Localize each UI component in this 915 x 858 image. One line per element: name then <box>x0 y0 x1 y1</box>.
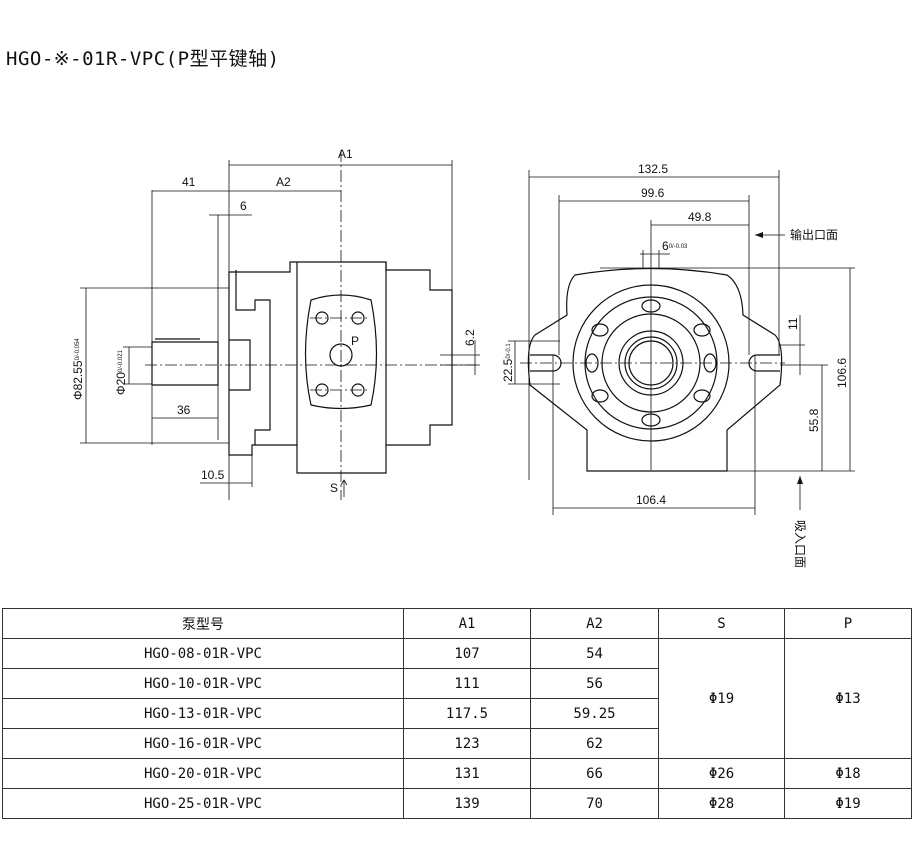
cell-model: HGO-25-01R-VPC <box>2 788 404 819</box>
dim-6-key: 60/-0.03 <box>662 239 688 253</box>
dim-99-6: 99.6 <box>641 186 665 200</box>
cell-model: HGO-08-01R-VPC <box>2 638 404 669</box>
cell-model: HGO-13-01R-VPC <box>2 698 404 729</box>
side-view: A1 A2 41 6 36 10.5 6.2 Φ82.550/-0.054 Φ2… <box>71 147 480 500</box>
port-s-label: S <box>330 481 338 495</box>
inlet-face-label: 吸入口面 <box>793 520 807 568</box>
cell-s: Φ26 <box>658 758 785 789</box>
dim-6: 6 <box>240 199 247 213</box>
header-pump-model: 泵型号 <box>2 608 404 639</box>
front-view: 132.5 99.6 49.8 60/-0.03 输出口面 吸入口面 106.4… <box>501 162 855 568</box>
cell-a2: 62 <box>530 728 659 759</box>
header-s: S <box>658 608 785 639</box>
cell-a1: 139 <box>403 788 531 819</box>
dim-82-55: Φ82.550/-0.054 <box>71 338 85 400</box>
technical-drawing: A1 A2 41 6 36 10.5 6.2 Φ82.550/-0.054 Φ2… <box>71 147 855 568</box>
table-header-row: 泵型号 A1 A2 S P <box>2 608 912 639</box>
cell-a1: 117.5 <box>403 698 531 729</box>
cell-a2: 70 <box>530 788 659 819</box>
header-a2: A2 <box>530 608 659 639</box>
cell-model: HGO-10-01R-VPC <box>2 668 404 699</box>
dim-55-8: 55.8 <box>807 408 821 432</box>
dim-36: 36 <box>177 403 191 417</box>
dim-41: 41 <box>182 175 196 189</box>
cell-s: Φ19 <box>658 638 785 759</box>
dim-6-2: 6.2 <box>463 329 477 346</box>
cell-model: HGO-20-01R-VPC <box>2 758 404 789</box>
dim-22-5: 22.50/-0.1 <box>501 343 515 382</box>
cell-a1: 107 <box>403 638 531 669</box>
cell-a2: 54 <box>530 638 659 669</box>
cell-a1: 131 <box>403 758 531 789</box>
cell-a1: 111 <box>403 668 531 699</box>
cell-model: HGO-16-01R-VPC <box>2 728 404 759</box>
cell-p: Φ19 <box>784 788 912 819</box>
dim-10-5: 10.5 <box>201 468 225 482</box>
cell-s: Φ28 <box>658 788 785 819</box>
dim-106-4: 106.4 <box>636 493 666 507</box>
dim-132-5: 132.5 <box>638 162 668 176</box>
dim-20: Φ200/-0.021 <box>114 349 128 395</box>
dim-106-6: 106.6 <box>835 358 849 388</box>
arrow-up-icon <box>340 479 348 497</box>
cell-p: Φ18 <box>784 758 912 789</box>
header-a1: A1 <box>403 608 531 639</box>
cell-a2: 59.25 <box>530 698 659 729</box>
dim-49-8: 49.8 <box>688 210 712 224</box>
port-p-label: P <box>351 334 359 348</box>
cell-a2: 56 <box>530 668 659 699</box>
header-p: P <box>784 608 912 639</box>
outlet-face-label: 输出口面 <box>790 227 838 242</box>
cell-a2: 66 <box>530 758 659 789</box>
dim-a1: A1 <box>338 147 353 161</box>
cell-a1: 123 <box>403 728 531 759</box>
dim-a2: A2 <box>276 175 291 189</box>
drawing-title: HGO-※-01R-VPC(P型平键轴) <box>6 48 280 70</box>
cell-p: Φ13 <box>784 638 912 759</box>
dim-11: 11 <box>786 317 800 330</box>
